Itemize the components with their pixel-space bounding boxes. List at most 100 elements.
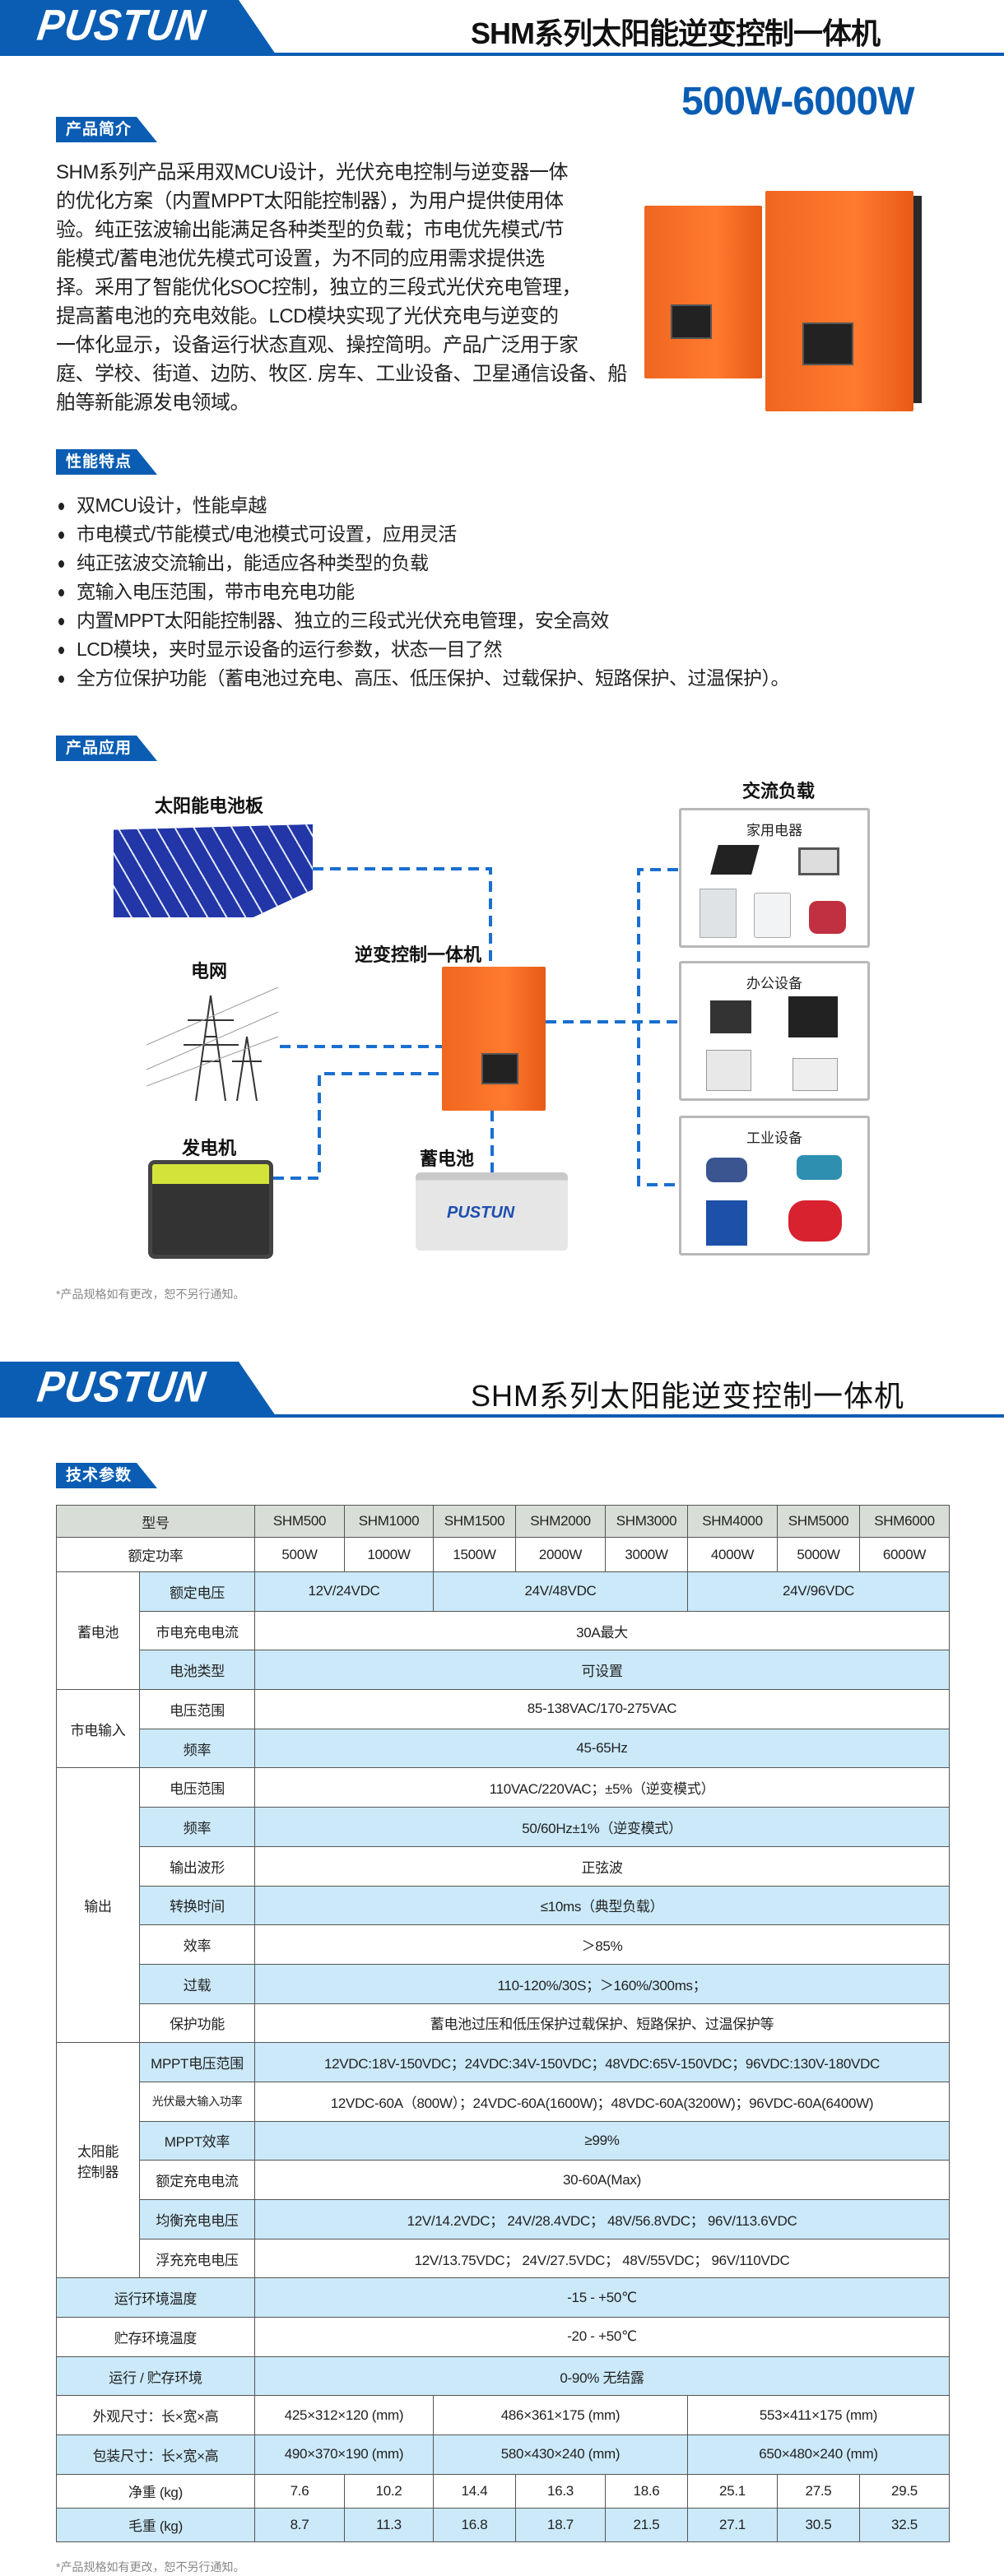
generator-line xyxy=(273,1072,442,1180)
cell: 24V/48VDC xyxy=(433,1571,688,1612)
table-row: 贮存环境温度-20 - +50℃ xyxy=(56,2317,950,2357)
table-row: 毛重 (kg) 8.7 11.3 16.8 18.7 21.5 27.1 30.… xyxy=(56,2507,950,2542)
row-label: 包装尺寸：长×宽×高 xyxy=(56,2434,255,2475)
cell: 29.5 xyxy=(859,2473,950,2509)
power-range: 500W-6000W xyxy=(681,80,914,123)
group-label: 市电输入 xyxy=(56,1689,140,1769)
cell: 12V/14.2VDC； 24V/28.4VDC； 48V/56.8VDC； 9… xyxy=(254,2199,950,2239)
cell: 18.7 xyxy=(515,2507,606,2542)
row-label: 外观尺寸：长×宽×高 xyxy=(56,2395,255,2436)
cell: 50/60Hz±1%（逆变模式） xyxy=(254,1807,950,1847)
cell: 30.5 xyxy=(777,2507,860,2542)
cell: 21.5 xyxy=(605,2507,688,2542)
inverter-small xyxy=(644,206,762,378)
cell: 85-138VAC/170-275VAC xyxy=(254,1689,950,1729)
cell: 0-90% 无结露 xyxy=(254,2356,950,2397)
feature-item: 全方位保护功能（蓄电池过充电、高压、低压保护、过载保护、短路保护、过温保护）。 xyxy=(56,664,790,693)
row-label: MPPT效率 xyxy=(139,2120,255,2161)
table-row: 额定功率 500W 1000W 1500W 2000W 3000W 4000W … xyxy=(56,1537,950,1572)
cell: 6000W xyxy=(859,1537,950,1572)
row-label: 转换时间 xyxy=(139,1885,255,1926)
cell: ＞85% xyxy=(254,1924,950,1965)
label-solar-panel: 太阳能电池板 xyxy=(154,796,264,816)
cell: 16.8 xyxy=(433,2507,516,2542)
row-label: 频率 xyxy=(139,1728,255,1769)
row-label: 毛重 (kg) xyxy=(56,2507,255,2542)
power-tower-image xyxy=(146,987,279,1102)
feature-item: 内置MPPT太阳能控制器、独立的三段式光伏充电管理，安全高效 xyxy=(56,606,789,635)
cell: 580×430×240 (mm) xyxy=(433,2434,688,2475)
cell: 10.2 xyxy=(344,2473,434,2509)
label-generator: 发电机 xyxy=(181,1138,237,1158)
battery-image: PUSTUN xyxy=(416,1172,568,1251)
table-header-row: 型号 SHM500 SHM1000 SHM1500 SHM2000 SHM300… xyxy=(56,1505,950,1538)
cell: 25.1 xyxy=(687,2473,778,2509)
cell: 2000W xyxy=(515,1537,606,1572)
intro-text: SHM系列产品采用双MCU设计，光伏充电控制与逆变器一体 的优化方案（内置MPP… xyxy=(56,158,627,417)
intro-line: 舶等新能源发电领域。 xyxy=(56,392,250,414)
row-label: 额定功率 xyxy=(56,1537,255,1572)
cell: ≥99% xyxy=(254,2120,950,2161)
feature-item: 纯正弦波交流输出，能适应各种类型的负载 xyxy=(56,549,789,578)
cell: 12V/24VDC xyxy=(254,1571,434,1612)
load-bus-line xyxy=(637,868,678,1186)
cell: 650×480×240 (mm) xyxy=(687,2434,950,2475)
model-cell: SHM500 xyxy=(254,1505,345,1538)
spec-table: 型号 SHM500 SHM1000 SHM1500 SHM2000 SHM300… xyxy=(56,1505,950,2542)
row-label: 电压范围 xyxy=(139,1767,255,1808)
cell: 3000W xyxy=(605,1537,688,1572)
row-label: 电池类型 xyxy=(139,1650,255,1691)
intro-line: 庭、学校、街道、边防、牧区. 房车、工业设备、卫星通信设备、船 xyxy=(56,363,627,385)
cell: 45-65Hz xyxy=(254,1728,950,1769)
connection-lines xyxy=(273,867,678,1186)
cell: 12VDC-60A（800W）；24VDC-60A(1600W)；48VDC-6… xyxy=(254,2081,950,2122)
section-tag-specs: 技术参数 xyxy=(56,1463,157,1488)
label-inverter: 逆变控制一体机 xyxy=(354,945,482,965)
intro-line: 的优化方案（内置MPPT太阳能控制器），为用户提供使用体 xyxy=(56,190,564,212)
model-cell: SHM2000 xyxy=(515,1505,606,1538)
model-cell: SHM5000 xyxy=(777,1505,860,1538)
cell: 110-120%/30S；＞160%/300ms； xyxy=(254,1963,950,2004)
intro-line: 一体化显示，设备运行状态直观、操控简明。产品广泛用于家 xyxy=(56,334,579,356)
cell: 27.1 xyxy=(687,2507,778,2542)
section-tag-intro: 产品简介 xyxy=(56,117,157,142)
logo-banner xyxy=(0,1362,276,1416)
table-row: 包装尺寸：长×宽×高 490×370×190 (mm) 580×430×240 … xyxy=(56,2434,950,2475)
intro-line: 能模式/蓄电池优先模式可设置，为不同的应用需求提供选 xyxy=(56,248,545,270)
row-label: 净重 (kg) xyxy=(56,2473,255,2509)
feature-item: 宽输入电压范围，带市电充电功能 xyxy=(56,578,789,606)
load-group-title: 办公设备 xyxy=(746,976,802,991)
cell: 8.7 xyxy=(254,2507,345,2542)
table-row: 转换时间≤10ms（典型负载） xyxy=(57,1885,950,1926)
cell: 12VDC:18V-150VDC；24VDC:34V-150VDC；48VDC:… xyxy=(254,2042,950,2082)
load-group-home: 家用电器 xyxy=(679,808,870,948)
header-label: 型号 xyxy=(56,1505,255,1538)
solar-panel-image xyxy=(114,824,313,917)
cell: 425×312×120 (mm) xyxy=(254,2395,434,2436)
cell: -20 - +50℃ xyxy=(254,2317,950,2357)
cell: 500W xyxy=(254,1537,345,1572)
feature-item: LCD模块，夹时显示设备的运行参数，状态一目了然 xyxy=(56,635,789,664)
cell: 30A最大 xyxy=(254,1610,950,1651)
model-cell: SHM1000 xyxy=(344,1505,434,1538)
row-label: 过载 xyxy=(139,1963,255,2004)
table-row: 电池类型可设置 xyxy=(57,1650,950,1691)
load-group-title: 家用电器 xyxy=(746,823,802,838)
load-group-office: 办公设备 xyxy=(679,961,870,1101)
cell: 553×411×175 (mm) xyxy=(687,2395,950,2436)
cell: 27.5 xyxy=(777,2473,860,2509)
table-row: 运行环境温度-15 - +50℃ xyxy=(56,2277,950,2318)
cell: 5000W xyxy=(777,1537,860,1572)
row-label: 频率 xyxy=(139,1807,255,1847)
footnote: *产品规格如有更改，恕不另行通知。 xyxy=(56,2560,245,2574)
model-cell: SHM4000 xyxy=(687,1505,778,1538)
page-title: SHM系列太阳能逆变控制一体机 xyxy=(471,1379,904,1413)
intro-line: 验。纯正弦波输出能满足各种类型的负载；市电优先模式/节 xyxy=(56,219,565,241)
